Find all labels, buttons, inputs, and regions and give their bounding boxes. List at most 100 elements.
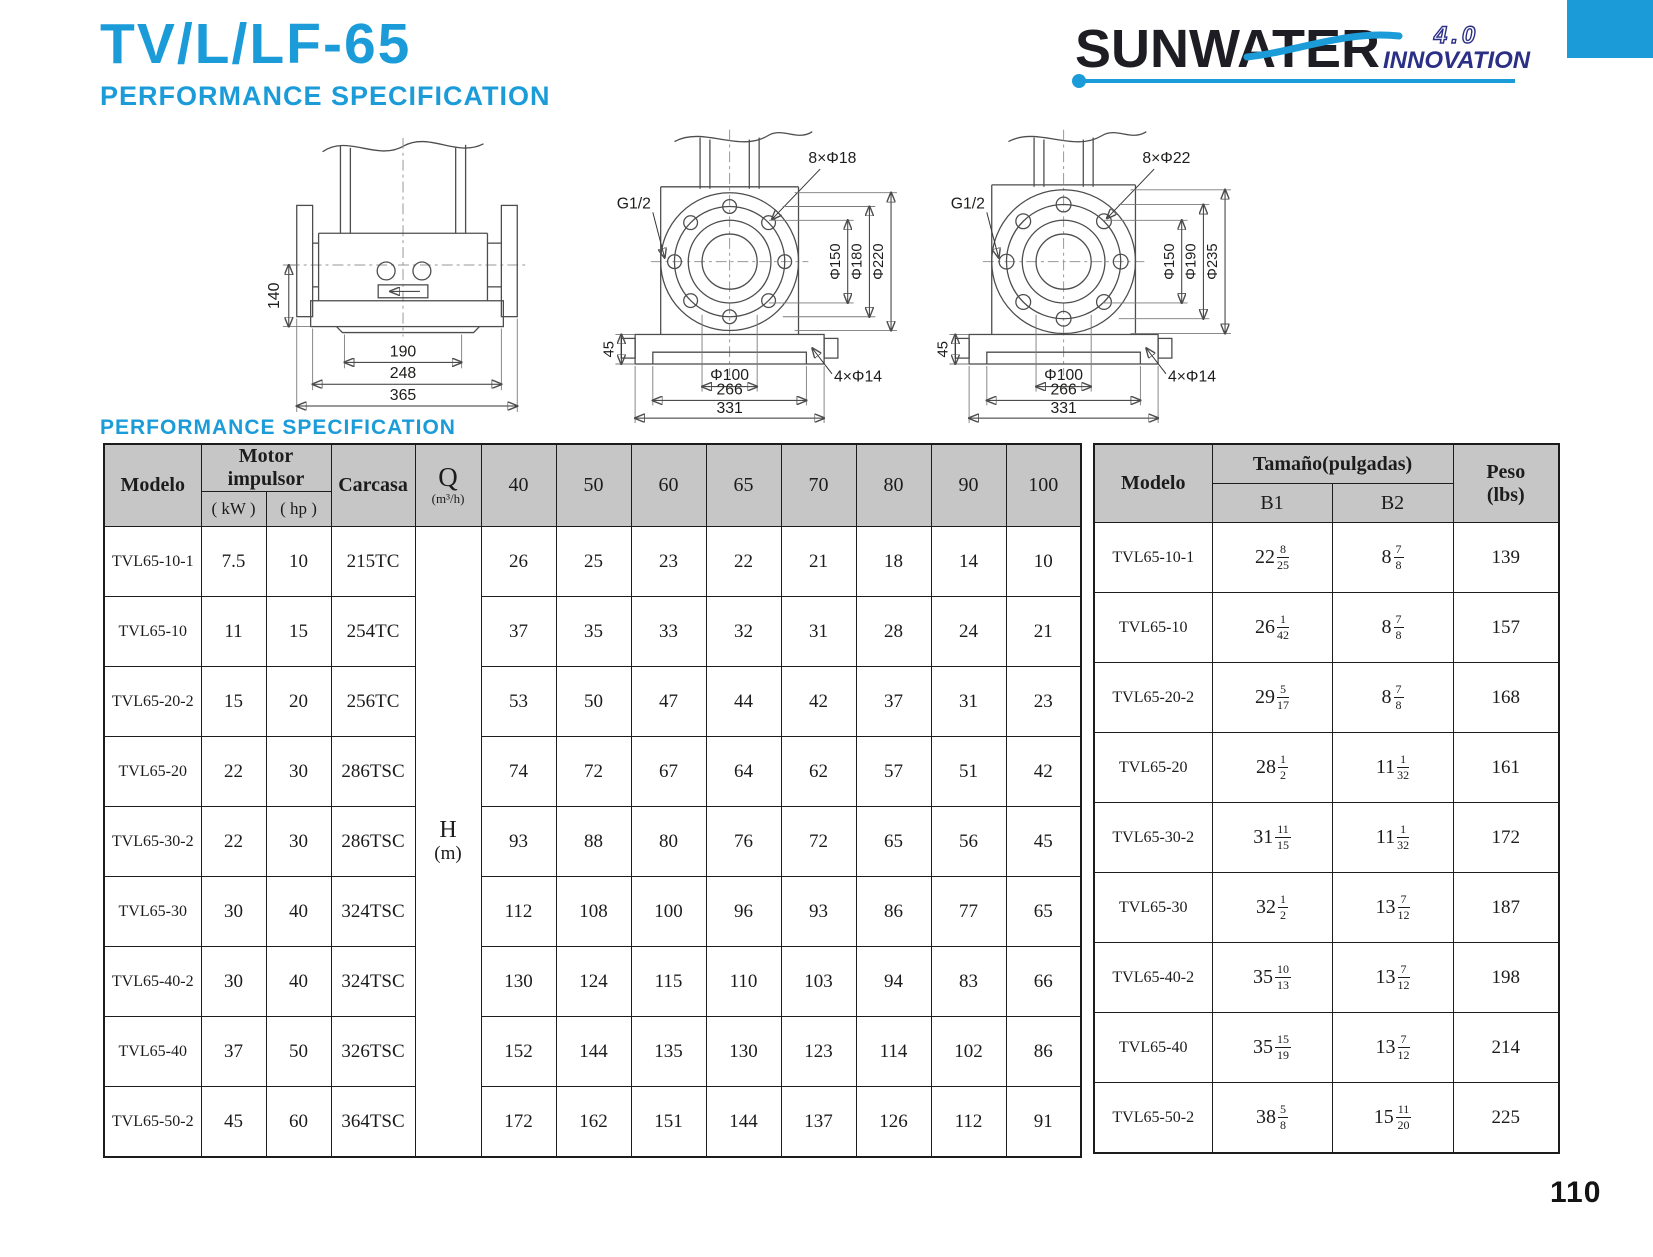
fraction-denominator: 13: [1277, 977, 1289, 992]
fraction-denominator: 42: [1277, 627, 1289, 642]
hp-cell: 10: [265, 526, 332, 597]
head-value-cell: 72: [780, 806, 857, 877]
head-value-cell: 102: [930, 1016, 1007, 1087]
front-view-1-dimensions: 8×Φ18 G1/2 Φ150 Φ180 Φ220 45 Φ100: [601, 150, 897, 424]
head-value-cell: 53: [480, 666, 557, 737]
flow-symbol: Q: [438, 462, 458, 493]
dim-label-bolt-holes: 8×Φ22: [1142, 150, 1190, 167]
head-value-cell: 67: [630, 736, 707, 807]
fraction-whole: 38: [1256, 1106, 1276, 1128]
head-value-cell: 94: [855, 946, 932, 1017]
col-header-flow-40: 40: [480, 443, 557, 527]
head-value-cell: 126: [855, 1086, 932, 1158]
head-value-cell: 37: [855, 666, 932, 737]
fraction-numerator: 15: [1275, 1032, 1291, 1048]
head-value-cell: 47: [630, 666, 707, 737]
kw-cell: 11: [200, 596, 267, 667]
head-value-cell: 86: [855, 876, 932, 947]
head-value-cell: 14: [930, 526, 1007, 597]
dim-label-outer-width: 365: [390, 387, 417, 404]
fraction-whole: 13: [1375, 966, 1396, 988]
head-value-cell: 56: [930, 806, 1007, 877]
head-value-cell: 50: [555, 666, 632, 737]
fraction-whole: 11: [1375, 826, 1396, 848]
fraction-whole: 11: [1375, 756, 1396, 778]
fraction-whole: 31: [1253, 826, 1274, 848]
dim-label-bolt-circle: Φ190: [1184, 243, 1200, 279]
fraction-denominator: 8: [1395, 697, 1402, 712]
head-value-cell: 88: [555, 806, 632, 877]
fraction-numerator: 1: [1278, 892, 1288, 908]
brand-tagline: INNOVATION: [1383, 47, 1531, 74]
fraction-whole: 13: [1375, 896, 1396, 918]
fraction-whole: 13: [1375, 1036, 1396, 1058]
dim-label-flange: Φ235: [1205, 243, 1221, 279]
carcasa-cell: 364TSC: [330, 1086, 416, 1158]
page-title: TV/L/LF-65: [100, 12, 412, 76]
head-value-cell: 112: [480, 876, 557, 947]
model-cell: TVL65-20: [103, 736, 202, 807]
fraction-numerator: 11: [1395, 1102, 1412, 1118]
fraction-denominator: 8: [1395, 557, 1402, 572]
side-view-geometry: [288, 137, 526, 337]
model-cell: TVL65-30: [1093, 872, 1213, 943]
model-cell: TVL65-10: [1093, 592, 1213, 663]
header-row-1: Modelo Tamaño(pulgadas) Peso (lbs): [1093, 443, 1560, 523]
fraction-whole: 35: [1253, 1036, 1273, 1058]
fraction-whole: 8: [1381, 546, 1392, 568]
fraction-numerator: 7: [1393, 682, 1404, 698]
col-header-motor: Motor impulsor: [200, 443, 332, 492]
hp-cell: 40: [265, 876, 332, 947]
model-cell: TVL65-50-2: [1093, 1082, 1213, 1154]
drawing-side-view: 140 190 248 365: [266, 137, 526, 413]
model-cell: TVL65-30: [103, 876, 202, 947]
performance-table: Modelo Motor impulsor Carcasa Q (m³/h) 4…: [103, 443, 1083, 1158]
size-table-head: Modelo Tamaño(pulgadas) Peso (lbs) B1 B2: [1093, 443, 1560, 523]
dim-label-inner-width: 190: [390, 343, 417, 360]
fraction-denominator: 25: [1277, 557, 1289, 572]
head-value-cell: 115: [630, 946, 707, 1017]
fraction-numerator: 8: [1277, 543, 1289, 558]
fraction-denominator: 19: [1277, 1047, 1289, 1062]
fraction-numerator: 5: [1278, 1102, 1288, 1118]
model-cell: TVL65-40-2: [103, 946, 202, 1017]
fraction-denominator: 2: [1280, 767, 1286, 782]
head-value-cell: 80: [630, 806, 707, 877]
fraction-numerator: 5: [1277, 683, 1289, 698]
col-header-flow-80: 80: [855, 443, 932, 527]
peso-unit: (lbs): [1486, 483, 1525, 506]
col-header-hp: ( hp ): [265, 491, 332, 527]
dim-label-base-holes: 4×Φ14: [1168, 369, 1216, 386]
logo-row: SUNWATER 4.0 INNOVATION: [1075, 22, 1530, 76]
fraction-whole: 29: [1255, 686, 1275, 708]
fraction-numerator: 1: [1397, 753, 1410, 768]
carcasa-cell: 324TSC: [330, 946, 416, 1017]
head-value-cell: 24: [930, 596, 1007, 667]
fraction-whole: 22: [1255, 546, 1275, 568]
fraction-numerator: 7: [1397, 893, 1410, 908]
col-header-kw: ( kW ): [200, 491, 267, 527]
head-value-cell: 103: [780, 946, 857, 1017]
fraction-numerator: 1: [1278, 752, 1288, 768]
fraction-whole: 15: [1373, 1106, 1394, 1128]
head-value-cell: 25: [555, 526, 632, 597]
